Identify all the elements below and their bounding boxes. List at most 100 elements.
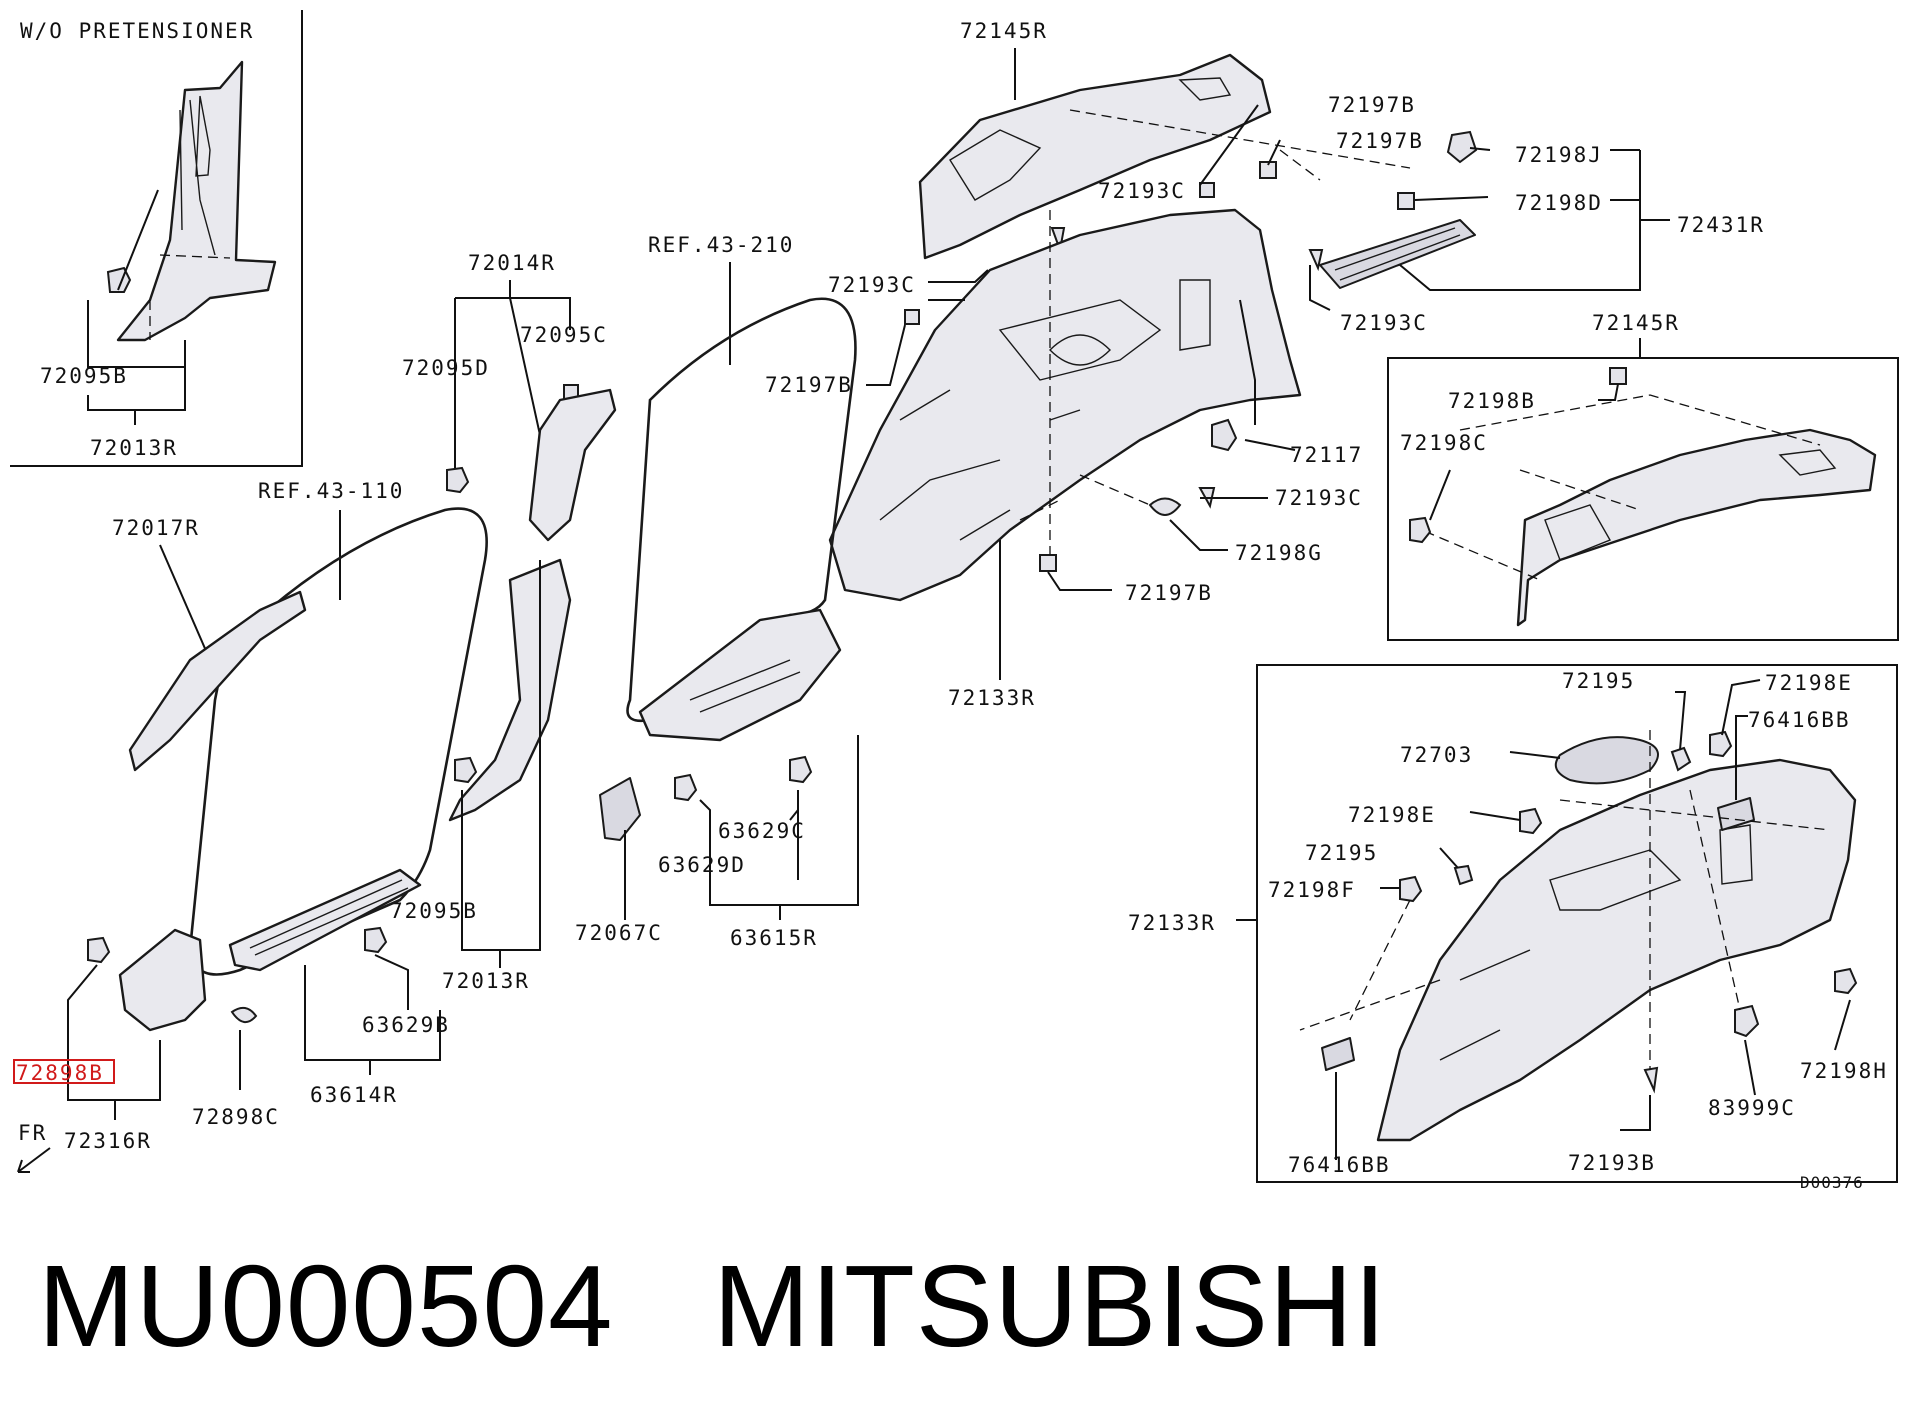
main-quarter-trim: 72117 72193C 72198G 72197B 72133R 72193C… [765, 208, 1363, 710]
brand-name: MITSUBISHI [713, 1241, 1387, 1371]
cup-holder-72703 [1554, 736, 1659, 785]
label-72095b: 72095B [390, 899, 478, 923]
label-72197b-4: 72197B [1125, 581, 1213, 605]
trim-76416bb-1 [1717, 797, 1755, 831]
clip-72198b [1609, 367, 1627, 385]
label-72095d: 72095D [402, 356, 490, 380]
front-arrow-icon [17, 1147, 51, 1173]
label-72133r-main: 72133R [948, 686, 1036, 710]
box-72133r-frame [1256, 664, 1898, 1183]
label-72193c-4: 72193C [1275, 486, 1363, 510]
bracket-72431r [1319, 219, 1476, 289]
clip-63629d [674, 773, 698, 802]
screw-72193c-2 [1308, 249, 1324, 272]
scuff-plate-63615r [638, 608, 842, 742]
trim-72067c [599, 777, 641, 841]
label-63629c: 63629C [718, 819, 806, 843]
label-72133r-box: 72133R [1128, 911, 1216, 935]
quarter-trim-72145r [918, 53, 1272, 260]
label-72198f: 72198F [1268, 878, 1356, 902]
label-72095c: 72095C [520, 323, 608, 347]
label-72198e-1: 72198E [1765, 671, 1853, 695]
label-72193c-3: 72193C [828, 273, 916, 297]
label-72198b: 72198B [1448, 389, 1536, 413]
label-63615r: 63615R [730, 926, 818, 950]
label-ref43-110: REF.43-110 [258, 479, 404, 503]
label-76416bb-1: 76416BB [1748, 708, 1851, 732]
clip-72095b [454, 756, 478, 784]
label-72197b-3: 72197B [765, 373, 853, 397]
clip-72197b-3 [904, 309, 920, 325]
clip-72198f [1399, 875, 1423, 903]
roof-rail-trim-72017r [128, 590, 307, 772]
clip-72198d [1397, 192, 1415, 210]
label-63629b: 63629B [362, 1013, 450, 1037]
label-fr: FR [18, 1121, 47, 1145]
label-72431r: 72431R [1677, 213, 1765, 237]
inset-trim-detail [179, 95, 216, 256]
label-72145r-top: 72145R [960, 19, 1048, 43]
pillar-trim-inset [116, 60, 277, 342]
label-72898c: 72898C [192, 1105, 280, 1129]
clip-72198e-2 [1519, 807, 1543, 835]
label-63614r: 63614R [310, 1083, 398, 1107]
label-72198h: 72198H [1800, 1059, 1888, 1083]
label-72014r: 72014R [468, 251, 556, 275]
label-72198j: 72198J [1515, 143, 1603, 167]
inset-title: W/O PRETENSIONER [20, 19, 254, 43]
clip-72198h [1834, 967, 1858, 995]
label-72898b: 72898B [16, 1061, 104, 1085]
screw-72193b [1643, 1066, 1659, 1094]
inset-frame [10, 10, 303, 467]
upper-quarter-trim: 72145R [918, 19, 1272, 260]
label-72197b-1: 72197B [1328, 93, 1416, 117]
label-63629d: 63629D [658, 853, 746, 877]
kick-panel-72316r [118, 928, 207, 1032]
clip-72197b-4 [1039, 554, 1057, 572]
label-72193c-1: 72193C [1098, 179, 1186, 203]
label-ref43-210: REF.43-210 [648, 233, 794, 257]
label-72193c-2: 72193C [1340, 311, 1428, 335]
clip-72095d [446, 466, 470, 494]
label-72095b-inset: 72095B [40, 364, 128, 388]
clip-83999c [1734, 1004, 1760, 1038]
left-parts: REF.43-110 72017R 63629B 63614R 72898B 7… [13, 479, 488, 1173]
clip-72197b-2 [1259, 161, 1277, 179]
label-72703: 72703 [1400, 743, 1473, 767]
clip-72198e-1 [1709, 730, 1733, 758]
label-72198e-2: 72198E [1348, 803, 1436, 827]
label-72013r: 72013R [442, 969, 530, 993]
upper-fasteners: 72197B 72197B 72193C 72198J 72198D 72431… [1050, 93, 1765, 335]
highlight-72898b [13, 1059, 115, 1084]
clip-72198c [1409, 516, 1432, 544]
weatherstrip-ref43-210 [626, 297, 857, 723]
trim-76416bb-2 [1321, 1037, 1355, 1071]
inset-wo-pretensioner: W/O PRETENSIONER 72095B 72013R [10, 10, 303, 467]
clip-72898c [230, 1006, 258, 1023]
clip-72198j [1446, 130, 1478, 164]
box-72145r: 72145R 72198B 72198C [1387, 311, 1899, 641]
quarter-trim-72133r [828, 208, 1302, 602]
part-caption: MU000504 MITSUBISHI [38, 1248, 1387, 1364]
clip-72197b-1 [1199, 182, 1215, 198]
center-parts: 72014R 72095C 72095D REF.43-210 63629C 6… [390, 233, 859, 993]
quarter-trim-72133r-box [1376, 758, 1857, 1142]
label-72117: 72117 [1290, 443, 1363, 467]
clip-72195-2 [1453, 864, 1474, 886]
clip-72898b [87, 936, 111, 964]
part-number: MU000504 [38, 1241, 614, 1371]
label-72067c: 72067C [575, 921, 663, 945]
box-72133r: 72133R 72195 72198E 76416BB 72703 72198E… [1128, 664, 1898, 1192]
label-72195-1: 72195 [1562, 669, 1635, 693]
label-72195-2: 72195 [1305, 841, 1378, 865]
clip-72198g [1148, 497, 1182, 516]
label-72017r: 72017R [112, 516, 200, 540]
label-72316r: 72316R [64, 1129, 152, 1153]
label-72197b-2: 72197B [1336, 129, 1424, 153]
quarter-trim-72145r-box [1516, 428, 1877, 627]
label-72198c: 72198C [1400, 431, 1488, 455]
label-83999c: 83999C [1708, 1096, 1796, 1120]
pillar-trim-72014r [528, 388, 617, 542]
label-72013r-inset: 72013R [90, 436, 178, 460]
